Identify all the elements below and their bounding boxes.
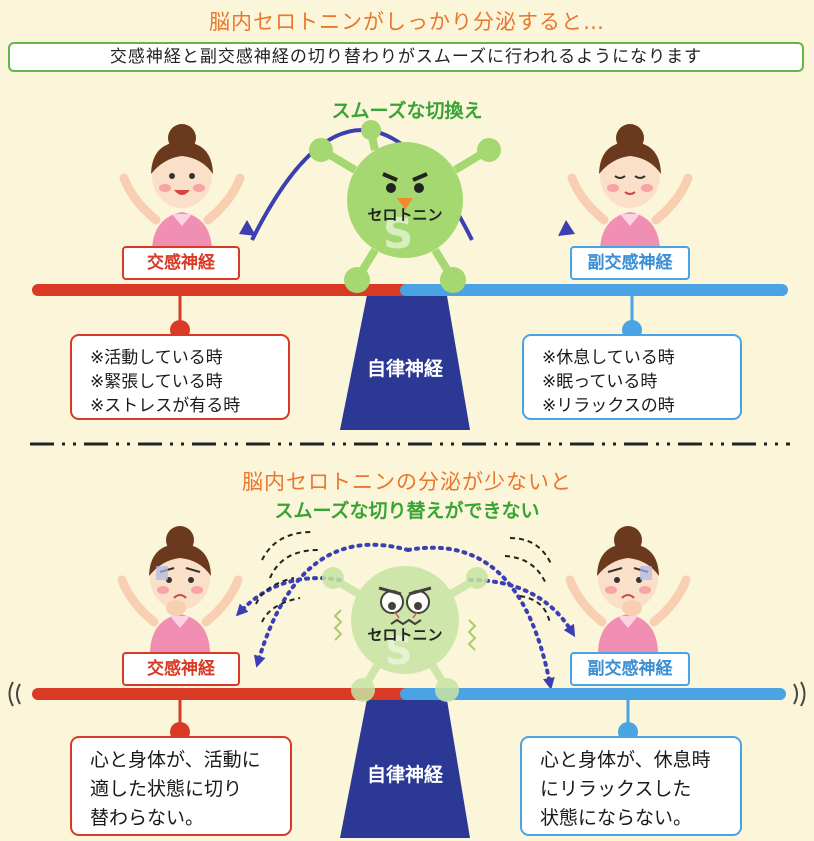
bottom-pivot [340,694,470,838]
worried-girl-icon-right [570,526,686,660]
top-beam-red [32,284,420,296]
top-beam-blue [400,284,788,296]
bottom-parasympathetic-label: 副交感神経 [570,652,690,686]
bottom-sympathetic-line-2: 適した状態に切り [90,778,243,800]
svg-text:S: S [385,629,412,673]
relaxed-girl-icon [572,124,688,258]
bottom-sympathetic-line-1: 心と身体が、活動に [90,749,261,771]
bottom-sympathetic-box: 心と身体が、活動に 適した状態に切り 替わらない。 [70,736,292,836]
top-heading: 脳内セロトニンがしっかり分泌すると… [209,10,605,34]
top-sympathetic-line-2: ※緊張している時 [90,372,223,392]
bottom-pivot-label: 自律神経 [366,764,443,786]
bottom-arrow-label: スムーズな切り替えができない [274,500,540,522]
top-parasympathetic-line-2: ※眠っている時 [542,372,658,392]
top-sympathetic-label: 交感神経 [122,246,240,280]
bottom-arrow-outer-right [406,545,555,690]
bottom-arrow-inner-left [235,576,342,617]
svg-text:S: S [383,209,413,258]
top-sympathetic-line-1: ※活動している時 [90,348,223,368]
bottom-sympathetic-line-3: 替わらない。 [90,807,205,829]
bottom-arrow-outer-left [253,542,410,668]
top-pivot [340,290,470,430]
happy-serotonin-character: S [309,120,501,293]
top-pivot-label: 自律神経 [366,358,443,380]
top-serotonin-label: セロトニン [367,206,443,224]
top-banner: 交感神経と副交感神経の切り替わりがスムーズに行われるようになります [8,42,804,72]
worried-girl-icon-left [122,526,238,660]
bottom-beam-red [32,688,420,700]
tired-serotonin-character: S [322,566,488,702]
bottom-parasympathetic-box: 心と身体が、休息時 にリラックスした 状態にならない。 [520,736,742,836]
top-parasympathetic-label: 副交感神経 [570,246,690,280]
bottom-beam-blue [400,688,786,700]
bottom-arrow-inner-right [468,578,576,638]
bottom-parasympathetic-line-1: 心と身体が、休息時 [540,749,711,771]
top-switch-arrow-left-head [239,220,256,236]
bottom-parasympathetic-line-3: 状態にならない。 [540,807,693,829]
top-arrow-label: スムーズな切換え [331,100,483,122]
top-parasympathetic-box: ※休息している時 ※眠っている時 ※リラックスの時 [522,334,742,420]
top-parasympathetic-line-3: ※リラックスの時 [542,396,675,416]
smiling-girl-icon [124,124,240,258]
bottom-sympathetic-label: 交感神経 [122,652,240,686]
bottom-heading: 脳内セロトニンの分泌が少ないと [242,470,572,494]
bottom-serotonin-label: セロトニン [367,626,443,644]
top-switch-arrow-right-head [558,220,575,236]
bottom-parasympathetic-line-2: にリラックスした [540,778,692,800]
top-parasympathetic-line-1: ※休息している時 [542,348,675,368]
top-sympathetic-box: ※活動している時 ※緊張している時 ※ストレスが有る時 [70,334,290,420]
top-sympathetic-line-3: ※ストレスが有る時 [90,396,241,416]
